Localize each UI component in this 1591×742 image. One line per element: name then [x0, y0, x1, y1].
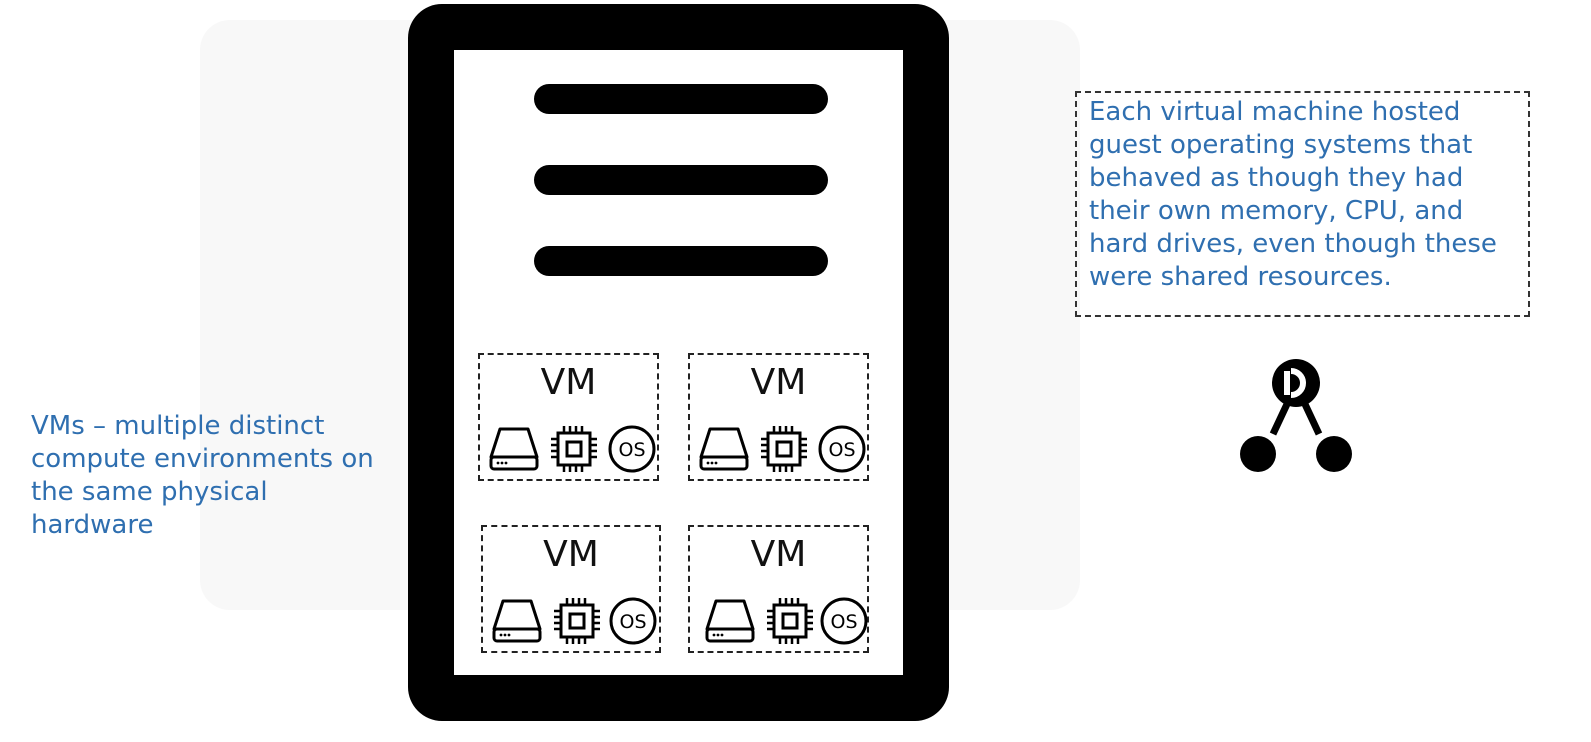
vm-caption: VMs – multiple distinct compute environm… — [31, 411, 374, 540]
cpu-chip-icon — [551, 426, 597, 472]
os-icon: OS — [609, 597, 657, 645]
vm-box: VM OS — [688, 525, 869, 653]
cpu-chip-icon — [554, 598, 600, 644]
hard-drive-icon — [705, 599, 755, 643]
cpu-chip-icon — [761, 426, 807, 472]
branching-nodes-logo-icon — [1240, 359, 1352, 472]
vm-label: VM — [543, 534, 599, 575]
os-label: OS — [828, 439, 855, 461]
hard-drive-icon — [489, 427, 539, 471]
os-icon: OS — [818, 425, 866, 473]
os-icon: OS — [820, 597, 868, 645]
server-bar-2 — [534, 165, 828, 195]
vm-box: VM OS — [481, 525, 661, 653]
os-label: OS — [830, 611, 857, 633]
server-bar-1 — [534, 84, 828, 114]
hard-drive-icon — [699, 427, 749, 471]
os-label: OS — [619, 611, 646, 633]
vm-explanation-box: Each virtual machine hosted guest operat… — [1075, 91, 1530, 317]
hard-drive-icon — [492, 599, 542, 643]
vm-box: VM OS — [688, 353, 869, 481]
cpu-chip-icon — [767, 598, 813, 644]
os-icon: OS — [608, 425, 656, 473]
os-label: OS — [618, 439, 645, 461]
vm-label: VM — [540, 362, 597, 403]
vm-label: VM — [750, 362, 807, 403]
vm-explanation-text: Each virtual machine hosted guest operat… — [1089, 97, 1497, 292]
server-bar-3 — [534, 246, 828, 276]
vm-label: VM — [750, 534, 807, 575]
vm-box: VM OS — [478, 353, 659, 481]
